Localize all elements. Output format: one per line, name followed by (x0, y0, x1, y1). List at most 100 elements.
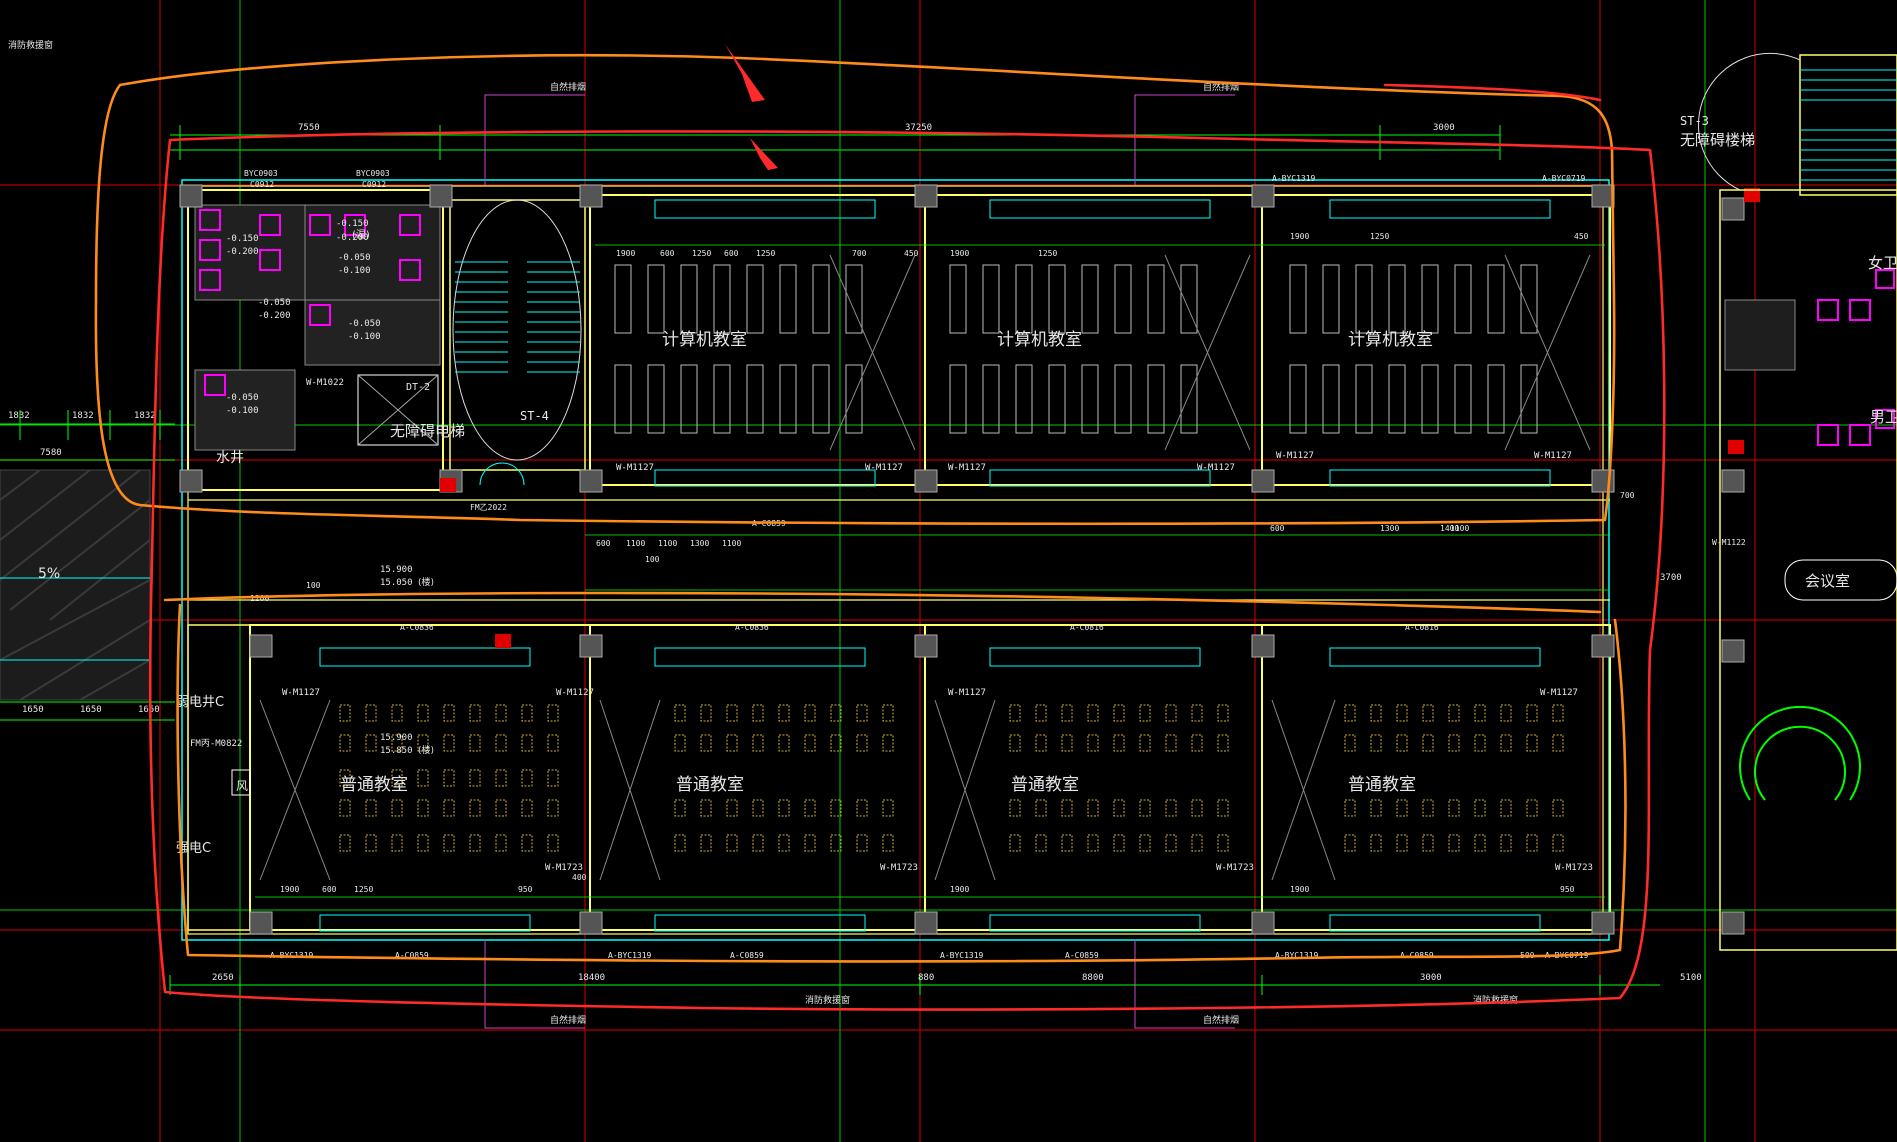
strong-elec-label: 强电C (176, 841, 211, 856)
corr-dim-1100-c: 1100 (722, 539, 741, 548)
water-well-label: 水井 (216, 450, 244, 466)
building-outline (181, 179, 1610, 941)
wet-tag-1: (湿) (352, 229, 370, 241)
win-c0912-b: C0912 (362, 180, 386, 189)
accessible-stair-label: 无障碍楼梯 (1680, 131, 1755, 149)
lab-dim-1250-c: 1250 (1038, 249, 1057, 258)
accessible-elevator-label: 无障碍电梯 (390, 422, 465, 440)
door-m1127-s3: W-M1127 (948, 688, 986, 698)
dt2-label: DT-2 (406, 382, 430, 393)
top-dimension-chain (170, 125, 1501, 160)
classroom-floor-tag: (楼) (418, 744, 434, 756)
win-byc1319-b: A-BYC1319 (608, 951, 652, 960)
elev-n0100-b: -0.100 (348, 332, 381, 342)
fan-label: 风 (236, 779, 248, 793)
lab-dim-1250-d: 1250 (1370, 232, 1389, 241)
corr-dim-100-a: 100 (645, 555, 660, 564)
win-c0859-c: A-C0859 (1065, 951, 1099, 960)
dim-2650: 2650 (212, 973, 234, 983)
classroom-3-label: 普通教室 (1011, 775, 1079, 795)
door-m1723-c: W-M1723 (1216, 863, 1254, 873)
dim-3700: 3700 (1660, 573, 1682, 583)
note-self-drain-3: 自然排烟 (550, 1014, 586, 1026)
st3-label: ST-3 (1680, 114, 1709, 128)
lab-dim-450-a: 450 (904, 249, 919, 258)
dim-1650-c: 1650 (138, 705, 160, 715)
corr-dim-600-a: 600 (596, 539, 611, 548)
smoke-notes (484, 94, 1235, 1029)
red-arrow-markers (725, 44, 778, 170)
win-c0912-a: C0912 (250, 180, 274, 189)
win-c0859-a: A-C0859 (395, 951, 429, 960)
columns (179, 184, 1745, 935)
win-c0816-b: A-C0816 (1405, 623, 1439, 632)
dim-1832-b: 1832 (72, 411, 94, 421)
corr-dim-1100-d: 1100 (1450, 524, 1469, 533)
elev-n0200-b: -0.200 (336, 233, 369, 243)
win-c0816-a: A-C0816 (1070, 623, 1104, 632)
door-m1127-b: W-M1127 (865, 463, 903, 473)
note-fire-rescue-1: 消防救援窗 (805, 994, 850, 1006)
classroom-elev-15850: 15.850 (380, 746, 413, 756)
win-byc0719-top: A-BYC0719 (1542, 174, 1586, 183)
win-byc1319-d: A-BYC1319 (1275, 951, 1319, 960)
cls-dim-950-b: 950 (1560, 885, 1575, 894)
top-left-note: 消防救援窗 (8, 39, 53, 51)
door-m1127-c: W-M1127 (948, 463, 986, 473)
computer-lab-desks (614, 254, 1591, 451)
corr-dim-1100-b: 1100 (658, 539, 677, 548)
cls-dim-600-a: 600 (322, 885, 337, 894)
red-annotation-loop (148, 83, 1666, 1011)
note-self-drain-4: 自然排烟 (1203, 1014, 1239, 1026)
classroom-desks (339, 704, 1564, 852)
fire-markers (440, 188, 1760, 648)
lab-dim-600-b: 600 (724, 249, 739, 258)
lab-dim-600-a: 600 (660, 249, 675, 258)
meeting-room-label: 会议室 (1805, 572, 1850, 590)
lab-1-label: 计算机教室 (662, 330, 747, 350)
note-self-drain-1: 自然排烟 (550, 81, 586, 93)
right-building (1697, 52, 1897, 951)
dim-1650-a: 1650 (22, 705, 44, 715)
classroom-sightlines (259, 699, 1336, 881)
corr-dim-1300-b: 1300 (1380, 524, 1399, 533)
corridor-elev-15050: 15.050 (380, 578, 413, 588)
door-m1022: W-M1022 (306, 378, 344, 388)
door-m1127-s2: W-M1127 (556, 688, 594, 698)
corridor (188, 499, 1610, 601)
lab-3-label: 计算机教室 (1348, 330, 1433, 350)
dim-37250: 37250 (905, 123, 932, 133)
lab-dim-1900-b: 1900 (950, 249, 969, 258)
door-m1127-e: W-M1127 (1276, 451, 1314, 461)
female-wc-label: 女卫 (1868, 254, 1897, 272)
corridor-floor-tag: (楼) (418, 576, 434, 588)
door-m1127-d: W-M1127 (1197, 463, 1235, 473)
elev-n0150-a: -0.150 (226, 234, 259, 244)
lab-dim-700-a: 700 (852, 249, 867, 258)
win-byc0903-a: BYC0903 (244, 169, 278, 178)
classroom-2-label: 普通教室 (676, 775, 744, 795)
elev-n0200-a: -0.200 (226, 247, 259, 257)
elev-n0050-c: -0.050 (348, 319, 381, 329)
classroom-elev-15900: 15.900 (380, 733, 413, 743)
lab-dim-1900-a: 1900 (616, 249, 635, 258)
elev-n0050-d: -0.050 (226, 393, 259, 403)
win-c0836-a: A-C0836 (400, 623, 434, 632)
corr-dim-600-b: 600 (1270, 524, 1285, 533)
door-m1127-a: W-M1127 (616, 463, 654, 473)
corr-dim-1100-a: 1100 (626, 539, 645, 548)
elev-n0150-b: -0.150 (336, 219, 369, 229)
northwest-core (187, 189, 586, 491)
win-byc1319-c: A-BYC1319 (940, 951, 984, 960)
left-hatch-area (0, 469, 151, 701)
orange-annotation-loops (94, 54, 1627, 963)
lab-dim-450-b: 450 (1574, 232, 1589, 241)
dim-880: 880 (918, 973, 934, 983)
cls-dim-1900-b: 1900 (950, 885, 969, 894)
cls-dim-1250-a: 1250 (354, 885, 373, 894)
dim-3000-bottom: 3000 (1420, 973, 1442, 983)
corr-dim-100-b: 100 (306, 581, 321, 590)
corridor-elev-15900: 15.900 (380, 565, 413, 575)
north-wing (589, 194, 1611, 487)
